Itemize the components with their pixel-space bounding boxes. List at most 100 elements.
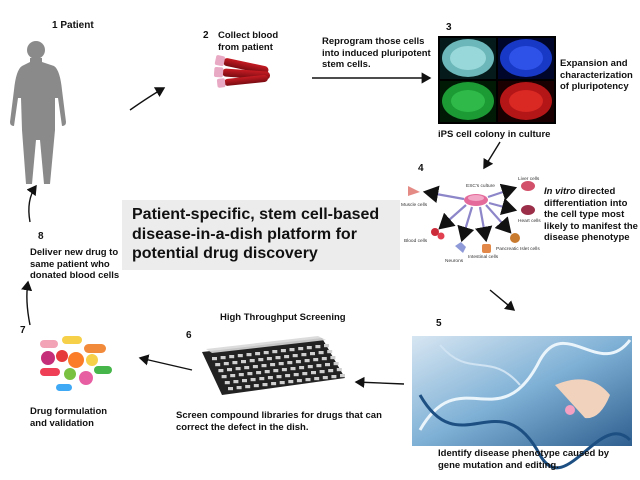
plate-well [232,361,238,365]
arrow-8-to-1 [26,184,37,223]
plate-well [310,352,315,356]
plate-well [327,350,333,354]
step-5-number: 5 [436,318,442,329]
plate-well [328,369,334,373]
plate-well [236,386,242,390]
step-1-number: 1 [52,20,58,31]
plate-well [242,379,247,383]
diff-label-intestinal: Intestinal cells [468,254,499,260]
diff-label-muscle: Muscle cells [401,202,428,208]
step-6-title: High Throughput Screening [220,312,346,323]
plate-well [316,364,322,368]
plate-well [256,371,262,375]
step-1-label: 1 Patient [52,20,94,32]
differentiation-cluster [408,181,535,253]
diff-label-center: ESC's culture [466,183,495,189]
plate-well [224,381,230,385]
plate-well [221,375,227,379]
step-8-number: 8 [38,231,44,242]
plate-well [296,379,302,383]
plate-well [292,354,298,358]
plate-well [235,367,241,371]
microplate-icon [202,336,345,395]
step-4-italic: In vitro [544,186,576,197]
plate-well [302,372,308,376]
plate-well [247,372,253,376]
plate-well [218,369,224,373]
plate-well [331,375,337,379]
step-6-text: Screen compound libraries for drugs that… [176,410,382,433]
plate-well [278,362,284,366]
plate-well [340,374,345,378]
plate-well [245,385,251,389]
flow-arrows [21,72,516,388]
plate-well [241,360,246,364]
plate-well [233,380,239,384]
plate-well [301,353,307,357]
plate-well [255,352,261,356]
dna-helix-image [412,336,632,470]
plate-well [252,365,258,369]
plate-well [267,376,273,380]
plate-well [230,374,236,378]
step-4-text: In vitro directed differentiation into t… [544,186,640,244]
ips-colony-panels [438,36,556,124]
step-6-number: 6 [186,330,192,341]
plate-well [223,362,229,366]
plate-well [311,371,316,375]
step-8-text: Deliver new drug to same patient who don… [30,247,120,281]
plate-well [275,356,281,360]
plate-well [246,353,252,357]
plate-well [228,387,233,391]
arrow-3-to-4 [483,141,501,170]
plate-well [289,348,295,352]
plate-well [227,368,232,372]
center-title-box [122,200,400,270]
plate-well [220,356,226,360]
plate-well [261,364,267,368]
arrow-4-to-5 [489,289,516,311]
step-3-number: 3 [446,22,452,33]
plate-well [273,369,279,373]
step-2-number: 2 [203,30,209,41]
plate-well [333,362,339,366]
plate-well [250,378,256,382]
plate-well [304,359,310,363]
plate-well [264,370,270,374]
plate-well [215,363,221,367]
arrow-6-to-7 [138,354,193,371]
center-title: Patient-specific, stem cell-based diseas… [132,206,380,262]
arrow-5-to-6 [354,376,405,388]
step-5-text: Identify disease phenotype caused by gen… [438,448,610,471]
plate-well [305,378,311,382]
plate-well [324,344,329,348]
plate-well [258,358,264,362]
plate-well [293,373,299,377]
plate-well [336,368,342,372]
plate-well [229,355,235,359]
plate-well [319,370,325,374]
pills-icon [40,336,112,391]
plate-well [290,367,296,371]
plate-well [259,377,265,381]
plate-well [295,360,301,364]
plate-well [272,350,278,354]
step-7-number: 7 [20,325,26,336]
plate-well [321,357,327,361]
diff-label-heart: Heart cells [518,218,541,224]
plate-well [314,377,320,381]
diff-label-blood: Blood cells [404,238,428,244]
plate-well [280,349,286,353]
reprogram-text: Reprogram those cells into induced pluri… [322,36,431,70]
plate-well [281,368,287,372]
plate-well [322,376,328,380]
step-7-text: Drug formulation and validation [30,406,108,429]
step-2-text: Collect blood from patient [218,30,279,53]
plate-well [270,363,276,367]
plate-well [284,355,290,359]
plate-well [238,373,244,377]
step-1-text: Patient [60,20,94,31]
plate-well [288,380,294,384]
